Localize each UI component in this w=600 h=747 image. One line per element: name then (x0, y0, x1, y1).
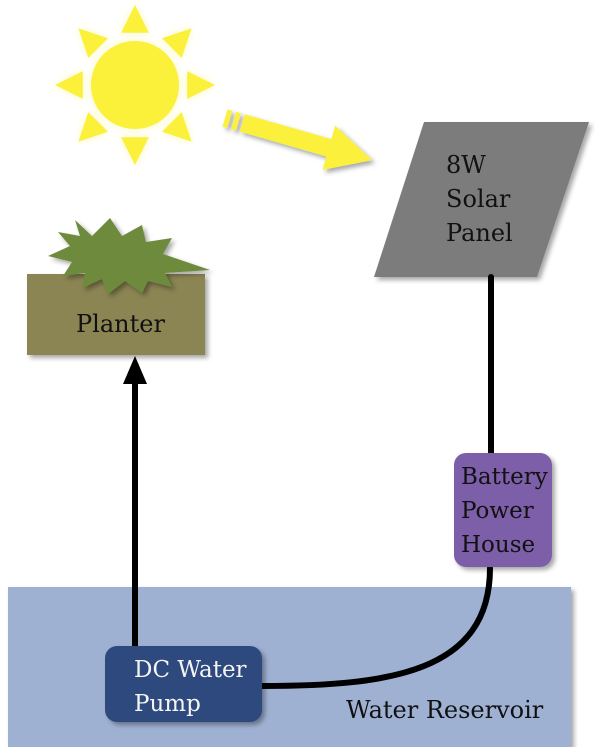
solar-panel (374, 122, 589, 277)
water-reservoir (8, 587, 571, 747)
battery-pump-wire (259, 565, 493, 689)
dc-water-pump (105, 646, 262, 722)
sun-ray (78, 112, 108, 142)
sun-ray (162, 112, 192, 142)
sun-ray (121, 137, 149, 165)
sunlight-arrow-icon (222, 109, 373, 170)
sun-ray (121, 5, 149, 33)
sun-ray (162, 28, 192, 58)
wires (123, 274, 494, 689)
sun-disc (91, 41, 179, 129)
pump-label: DC Water Pump (134, 657, 254, 717)
water-reservoir-label: Water Reservoir (346, 696, 544, 724)
sun-ray (187, 71, 215, 99)
plant-icon (48, 218, 210, 294)
sun-icon (55, 5, 215, 165)
solar-panel-label: 8W Solar Panel (446, 151, 518, 247)
battery-power-house (454, 453, 552, 567)
sun-ray (78, 28, 108, 58)
pump-planter-arrowhead (123, 356, 147, 384)
sun-ray (55, 71, 83, 99)
battery-label: Battery Power House (461, 464, 555, 558)
planter-label: Planter (76, 310, 165, 338)
